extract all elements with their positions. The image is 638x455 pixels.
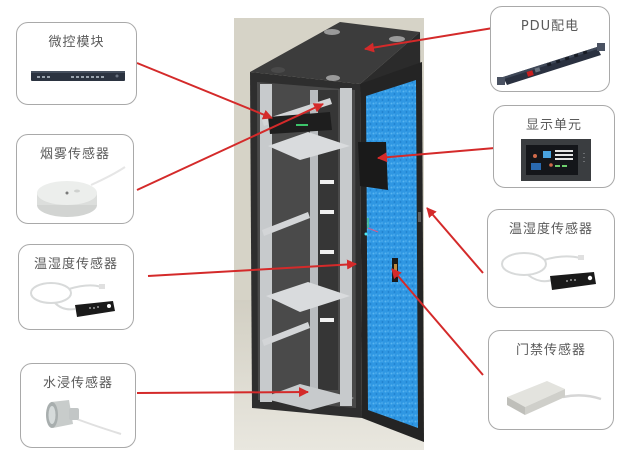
- rack-switch-icon: [31, 71, 125, 81]
- cabinet-backdrop: [234, 18, 424, 450]
- arrow-temp-humidity-right: [426, 207, 484, 274]
- card-water-leak-sensor: 水浸传感器: [20, 363, 136, 448]
- card-door-access-sensor: 门禁传感器: [488, 330, 614, 430]
- temp-humidity-probe-icon: [501, 252, 596, 290]
- card-title: 微控模块: [48, 35, 105, 50]
- card-temp-humidity-sensor-left: 温湿度传感器: [18, 244, 134, 330]
- card-title: 显示单元: [525, 118, 582, 133]
- temp-humidity-probe-icon: [30, 282, 115, 317]
- card-title: 烟雾传感器: [39, 147, 110, 162]
- touch-panel-icon: [521, 139, 591, 181]
- power-strip-icon: [497, 43, 605, 85]
- water-leak-probe-icon: [46, 400, 122, 435]
- card-temp-humidity-sensor-right: 温湿度传感器: [487, 209, 615, 308]
- card-micro-control-module: 微控模块: [16, 22, 137, 105]
- card-title: 温湿度传感器: [508, 222, 593, 237]
- smoke-detector-icon: [37, 166, 126, 217]
- card-title: 温湿度传感器: [33, 257, 118, 272]
- card-title: 门禁传感器: [515, 343, 586, 358]
- door-contact-sensor-icon: [507, 381, 602, 415]
- card-display-unit: 显示单元: [493, 105, 615, 188]
- card-title: 水浸传感器: [42, 376, 113, 391]
- card-pdu: PDU配电: [490, 6, 610, 92]
- card-smoke-sensor: 烟雾传感器: [16, 134, 134, 224]
- card-title: PDU配电: [520, 19, 580, 34]
